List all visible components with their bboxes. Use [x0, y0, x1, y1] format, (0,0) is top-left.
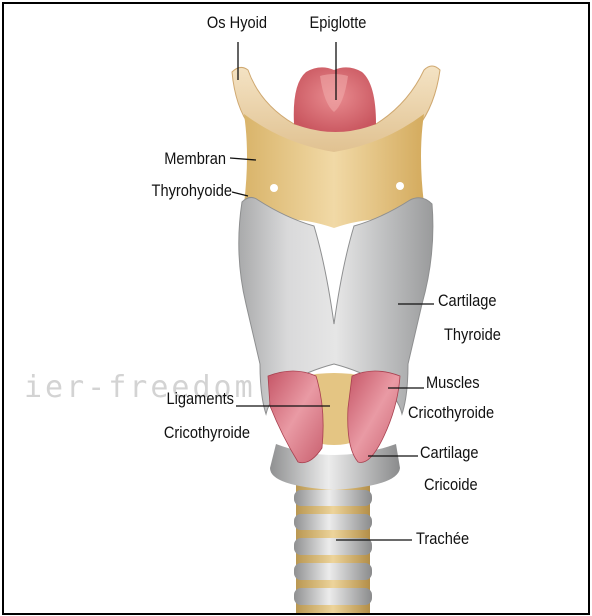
label-cartilage-thyroide-2: Thyroide — [444, 324, 547, 345]
label-cartilage-cricoide-2: Cricoide — [424, 474, 527, 495]
label-cartilage-cricoide-1: Cartilage — [420, 442, 523, 463]
label-membran: Membran — [121, 148, 226, 169]
label-ligaments: Ligaments — [122, 388, 234, 409]
label-muscles-cricothyroide: Cricothyroide — [408, 402, 528, 423]
label-epiglotte: Epiglotte — [297, 12, 380, 33]
label-trachee: Trachée — [416, 528, 519, 549]
label-muscles: Muscles — [426, 372, 529, 393]
label-ligaments-cricothyroide: Cricothyroide — [124, 422, 250, 443]
label-thyrohyoide: Thyrohyoide — [122, 180, 232, 201]
trachea — [294, 474, 372, 613]
cartilage-cricoide — [270, 444, 400, 490]
label-cartilage-thyroide-1: Cartilage — [438, 290, 541, 311]
label-os-hyoid: Os Hyoid — [198, 12, 275, 33]
